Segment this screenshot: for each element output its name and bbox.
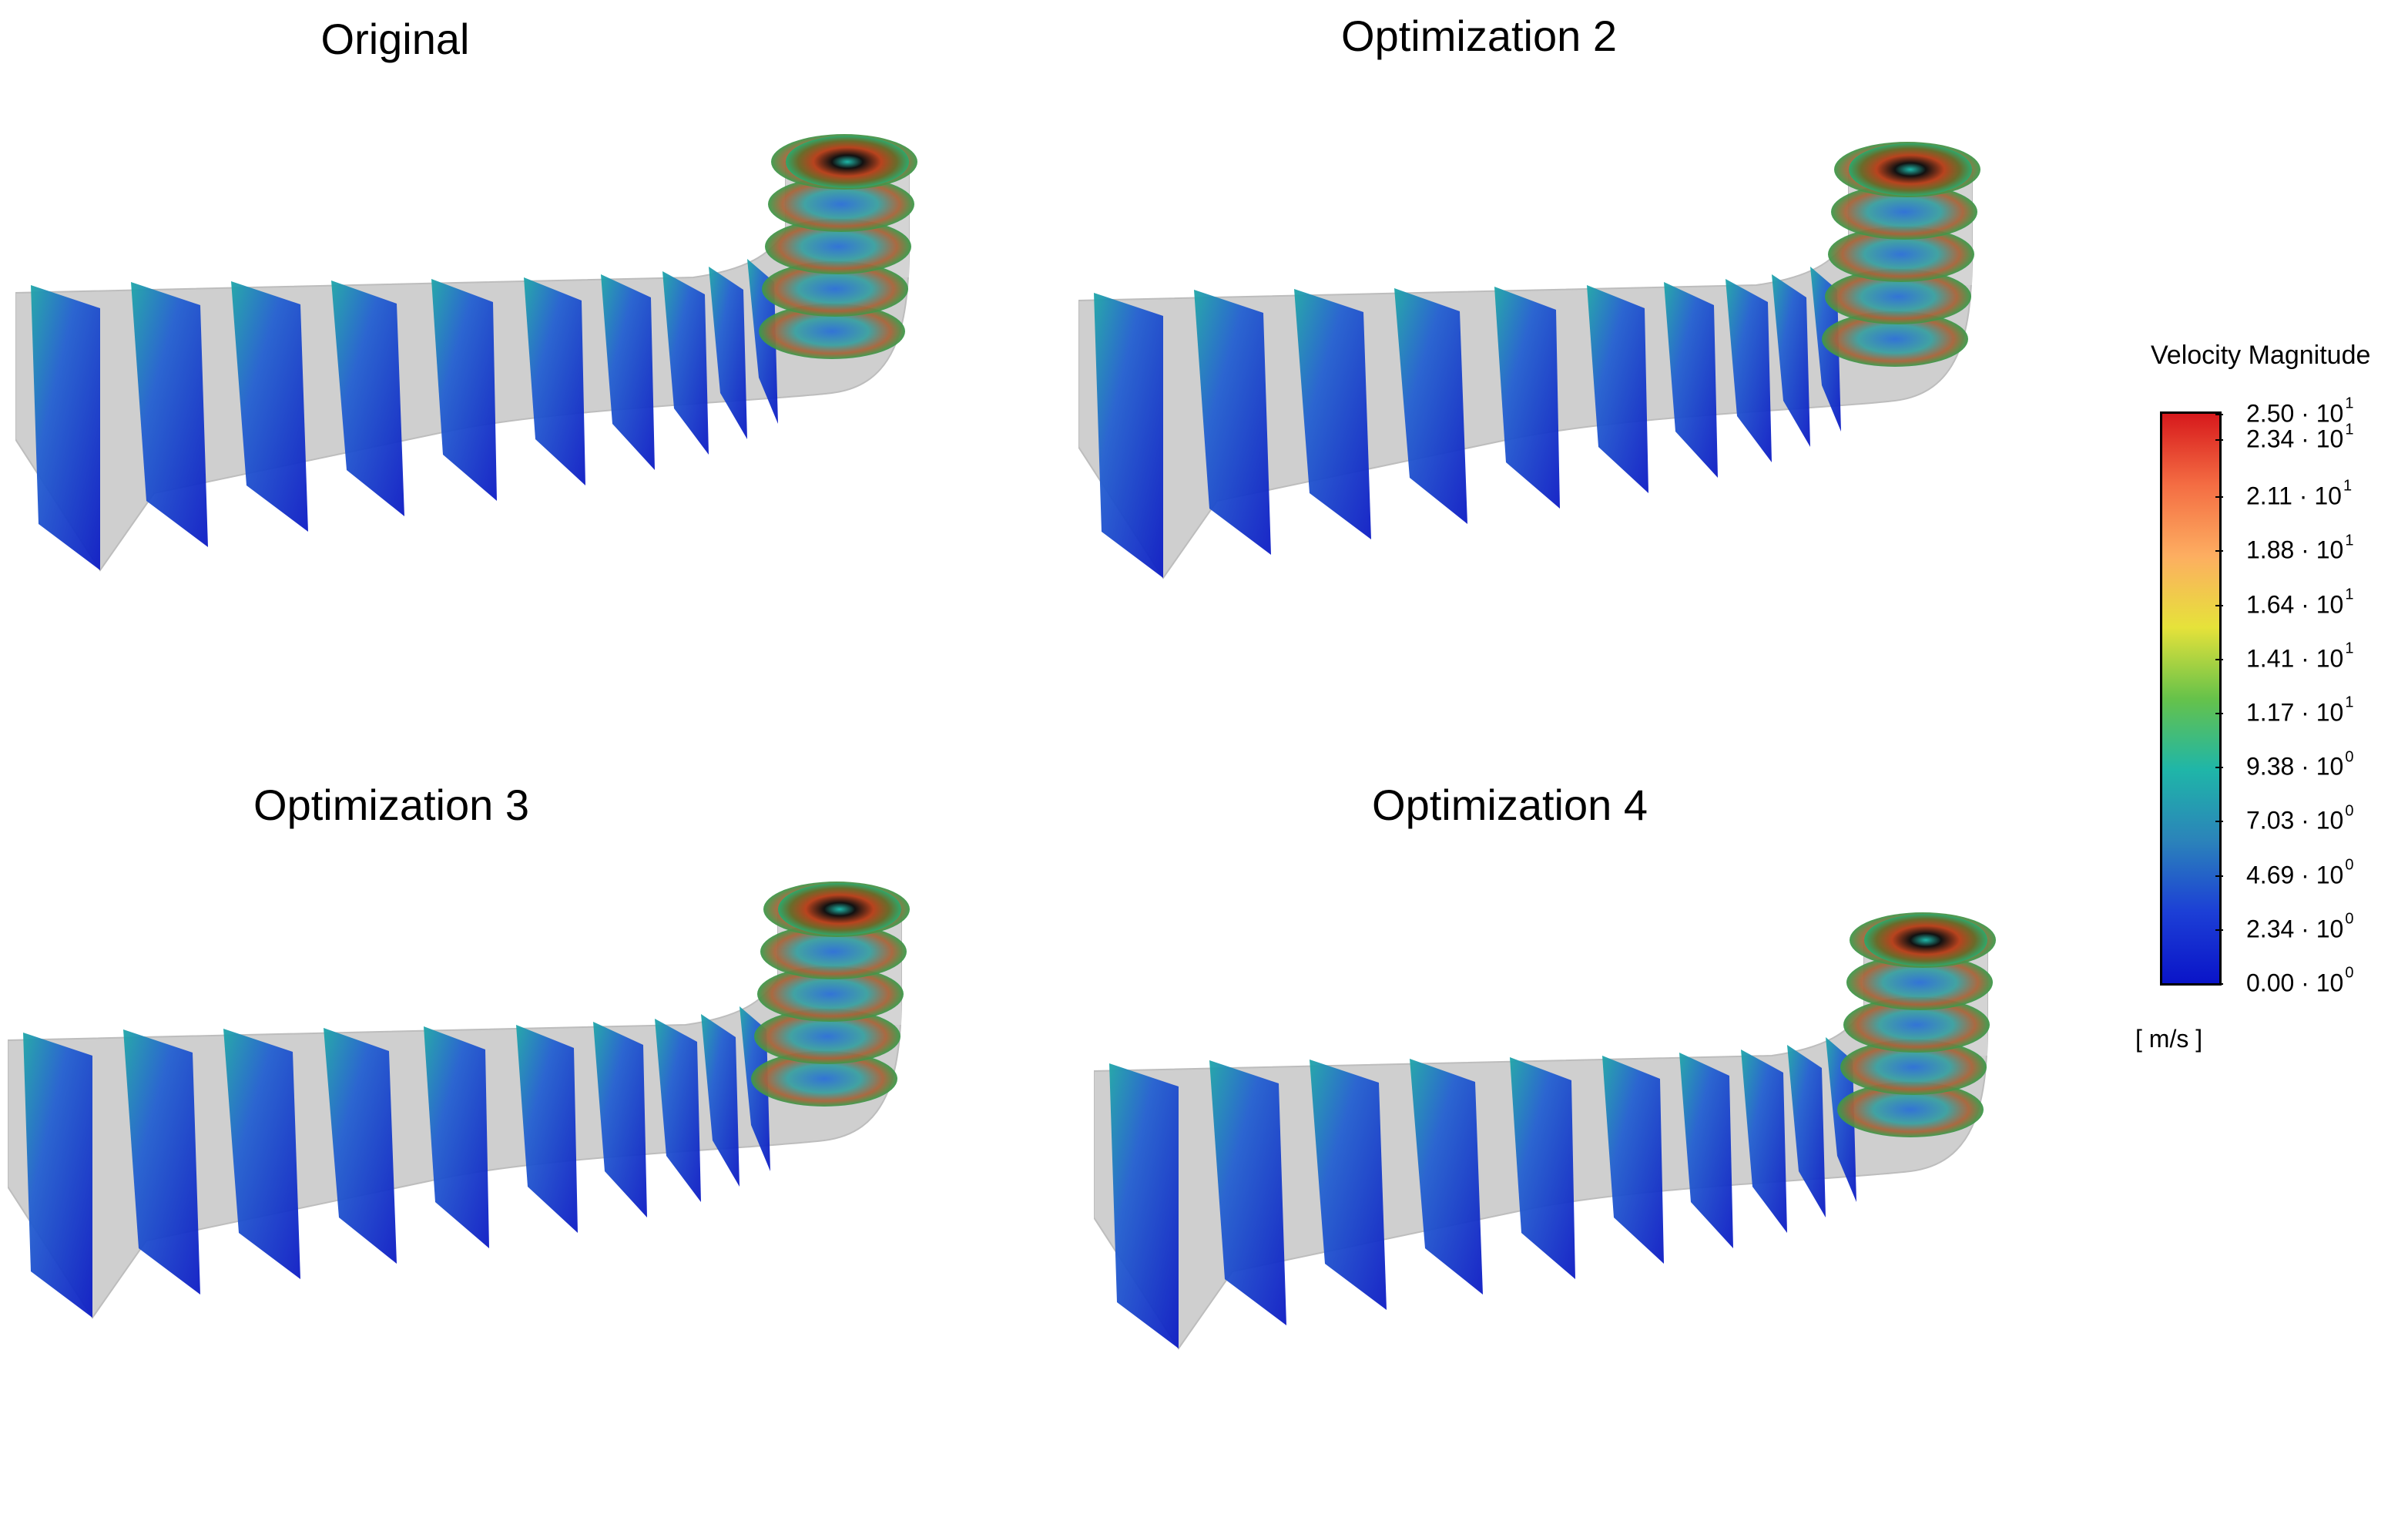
velocity-slice: [516, 1025, 578, 1233]
velocity-slice: [1726, 279, 1772, 462]
velocity-slice: [23, 1033, 92, 1318]
duct-rendering-opt3: [8, 882, 910, 1319]
velocity-slice: [1394, 288, 1467, 524]
velocity-slice: [593, 1022, 647, 1217]
velocity-slice: [223, 1029, 300, 1279]
velocity-slice: [431, 279, 497, 501]
colorbar-tick: [2215, 821, 2223, 823]
velocity-disk: [1831, 184, 1977, 240]
velocity-slice: [424, 1026, 489, 1248]
colorbar-tick: [2215, 439, 2223, 442]
inlet-velocity-ring: [786, 136, 909, 188]
legend-unit: [ m/s ]: [2135, 1025, 2203, 1053]
velocity-slice: [1294, 289, 1371, 539]
velocity-slice: [655, 1019, 701, 1202]
colorbar-tick: [2215, 712, 2223, 714]
inlet-velocity-ring: [778, 883, 901, 935]
duct-rendering-opt2: [1078, 142, 1980, 579]
velocity-disk: [759, 304, 905, 359]
velocity-slice: [123, 1029, 200, 1295]
velocity-slice: [324, 1028, 397, 1264]
colorbar-tick: [2215, 414, 2223, 415]
colorbar-tick: [2215, 604, 2223, 606]
velocity-slice: [1787, 1045, 1826, 1217]
colorbar: [2160, 411, 2222, 986]
velocity-slice: [131, 282, 208, 547]
panel-title-opt2: Optimization 2: [1341, 12, 1617, 60]
colorbar-tick: [2215, 767, 2223, 769]
velocity-disk: [760, 924, 907, 979]
velocity-slice: [1494, 287, 1560, 509]
panel-title-opt3: Optimization 3: [253, 781, 529, 829]
duct-rendering-opt4: [1094, 912, 1996, 1350]
velocity-disk: [1822, 311, 1968, 367]
inlet-velocity-ring: [1849, 143, 1972, 196]
colorbar-tick: [2215, 658, 2223, 660]
colorbar-tick: [2215, 929, 2223, 931]
colorbar-tick: [2215, 983, 2223, 985]
velocity-slice: [601, 274, 655, 470]
velocity-slice: [1587, 285, 1648, 493]
velocity-slice: [331, 280, 404, 516]
velocity-disk: [754, 1009, 900, 1064]
velocity-slice: [1772, 274, 1810, 447]
velocity-slice: [1410, 1059, 1483, 1295]
velocity-disk: [1837, 1082, 1984, 1137]
velocity-slice: [31, 285, 100, 570]
velocity-slice: [1602, 1056, 1664, 1264]
velocity-disk: [1840, 1039, 1987, 1095]
velocity-slice: [1109, 1063, 1179, 1348]
velocity-slice: [1310, 1060, 1387, 1310]
velocity-slice: [1664, 282, 1718, 478]
colorbar-tick: [2215, 496, 2223, 499]
velocity-disk: [1846, 955, 1993, 1010]
velocity-slice: [1209, 1060, 1286, 1325]
velocity-slice: [709, 267, 747, 439]
velocity-disk: [751, 1051, 897, 1107]
inlet-velocity-ring: [1864, 914, 1987, 966]
velocity-disk: [757, 966, 904, 1022]
velocity-disk: [768, 176, 914, 232]
velocity-slice: [1741, 1050, 1787, 1233]
velocity-disk: [1843, 997, 1990, 1053]
velocity-slice: [701, 1014, 740, 1187]
velocity-disk: [1828, 227, 1974, 282]
velocity-slice: [1679, 1053, 1733, 1248]
velocity-slice: [1194, 290, 1271, 555]
velocity-slice: [1510, 1057, 1575, 1279]
velocity-disk: [765, 219, 911, 274]
colorbar-tick: [2215, 875, 2223, 877]
velocity-slice: [524, 277, 585, 485]
colorbar-tick: [2215, 550, 2223, 552]
velocity-slice: [1094, 293, 1163, 578]
velocity-disk: [762, 261, 908, 317]
panel-title-opt4: Optimization 4: [1372, 781, 1648, 829]
velocity-slice: [662, 271, 709, 455]
duct-rendering-original: [15, 134, 917, 572]
panel-title-original: Original: [320, 15, 470, 63]
legend-title: Velocity Magnitude: [2151, 341, 2371, 370]
velocity-disk: [1825, 269, 1971, 324]
velocity-slice: [231, 281, 308, 532]
